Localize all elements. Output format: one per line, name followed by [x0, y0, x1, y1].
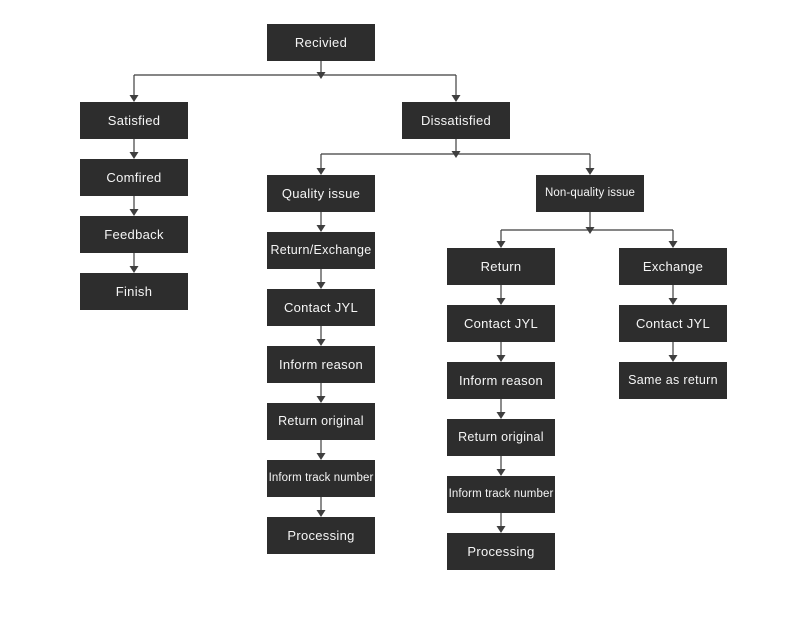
- node-received: Recivied: [267, 24, 375, 61]
- node-inform-reason-quality: Inform reason: [267, 346, 375, 383]
- node-non-quality-issue: Non-quality issue: [536, 175, 644, 212]
- node-return-original-return: Return original: [447, 419, 555, 456]
- node-feedback: Feedback: [80, 216, 188, 253]
- node-return-exchange: Return/Exchange: [267, 232, 375, 269]
- node-dissatisfied: Dissatisfied: [402, 102, 510, 139]
- node-return-original-quality: Return original: [267, 403, 375, 440]
- node-contact-jyl-return: Contact JYL: [447, 305, 555, 342]
- node-contact-jyl-exchange: Contact JYL: [619, 305, 727, 342]
- node-inform-track-quality: Inform track number: [267, 460, 375, 497]
- node-inform-track-return: Inform track number: [447, 476, 555, 513]
- node-inform-reason-return: Inform reason: [447, 362, 555, 399]
- node-processing-quality: Processing: [267, 517, 375, 554]
- node-processing-return: Processing: [447, 533, 555, 570]
- node-satisfied: Satisfied: [80, 102, 188, 139]
- node-quality-issue: Quality issue: [267, 175, 375, 212]
- node-contact-jyl-quality: Contact JYL: [267, 289, 375, 326]
- node-same-as-return: Same as return: [619, 362, 727, 399]
- node-finish: Finish: [80, 273, 188, 310]
- node-exchange: Exchange: [619, 248, 727, 285]
- node-comfired: Comfired: [80, 159, 188, 196]
- node-return: Return: [447, 248, 555, 285]
